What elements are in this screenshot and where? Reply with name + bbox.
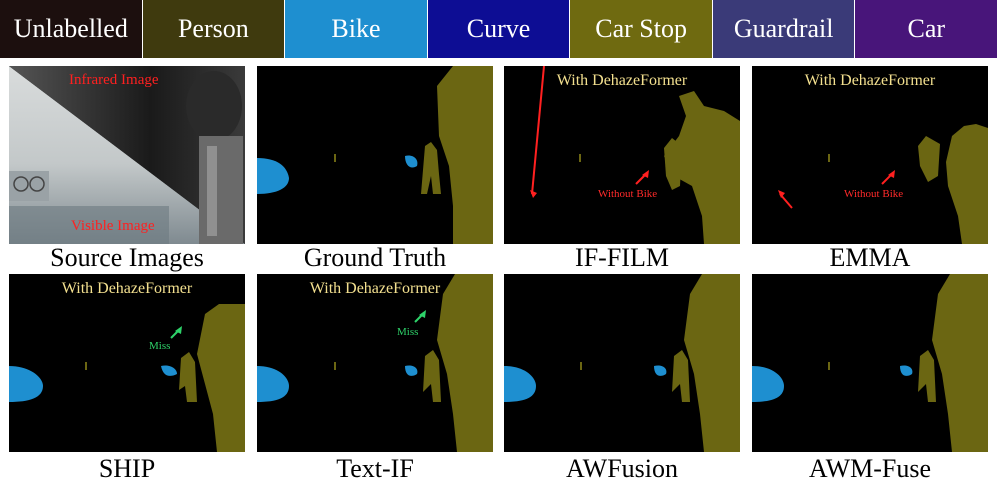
caption-text-if: Text-IF bbox=[336, 454, 414, 483]
awfusion-panel bbox=[504, 274, 740, 452]
textif-miss-note: Miss bbox=[397, 326, 419, 338]
emma-panel: With DehazeFormer Without Bike bbox=[752, 66, 988, 244]
awfusion-mask bbox=[504, 274, 740, 452]
text-if-mask bbox=[257, 274, 493, 452]
emma-dehaze-note: With DehazeFormer bbox=[804, 72, 936, 89]
ground-truth-mask bbox=[257, 66, 493, 244]
legend-curve: Curve bbox=[427, 0, 571, 58]
legend-guardrail: Guardrail bbox=[712, 0, 856, 58]
legend-unlabelled: Unlabelled bbox=[0, 0, 143, 58]
visible-image-label: Visible Image bbox=[71, 218, 155, 234]
caption-source-images: Source Images bbox=[50, 243, 204, 272]
textif-dehaze-note: With DehazeFormer bbox=[309, 280, 441, 297]
caption-awm-fuse: AWM-Fuse bbox=[808, 454, 932, 483]
infrared-image-label: Infrared Image bbox=[69, 72, 159, 88]
ship-dehaze-note: With DehazeFormer bbox=[61, 280, 193, 297]
caption-emma: EMMA bbox=[829, 243, 911, 272]
emma-miss-note: Without Bike bbox=[844, 188, 904, 200]
text-if-panel: With DehazeFormer Miss bbox=[257, 274, 493, 452]
legend-car: Car bbox=[855, 0, 997, 58]
source-image-graphic bbox=[9, 66, 245, 244]
ground-truth-panel bbox=[257, 66, 493, 244]
awm-fuse-mask bbox=[752, 274, 988, 452]
emma-mask bbox=[778, 124, 988, 244]
caption-awfusion: AWFusion bbox=[565, 454, 679, 483]
ship-panel: With DehazeFormer Miss bbox=[9, 274, 245, 452]
legend-bike: Bike bbox=[285, 0, 428, 58]
source-images-panel: Infrared Image Visible Image bbox=[9, 66, 245, 244]
caption-if-film: IF-FILM bbox=[575, 243, 669, 272]
caption-ground-truth: Ground Truth bbox=[303, 243, 447, 272]
caption-ship: SHIP bbox=[98, 454, 156, 483]
legend-car-stop: Car Stop bbox=[570, 0, 713, 58]
iffilm-miss-note: Without Bike bbox=[598, 188, 658, 200]
if-film-panel: With DehazeFormer Without Bike bbox=[504, 66, 740, 244]
legend-person: Person bbox=[142, 0, 286, 58]
iffilm-dehaze-note: With DehazeFormer bbox=[556, 72, 688, 89]
awm-fuse-panel bbox=[752, 274, 988, 452]
if-film-mask bbox=[530, 66, 740, 244]
ship-mask bbox=[9, 304, 245, 452]
ship-miss-note: Miss bbox=[149, 340, 171, 352]
